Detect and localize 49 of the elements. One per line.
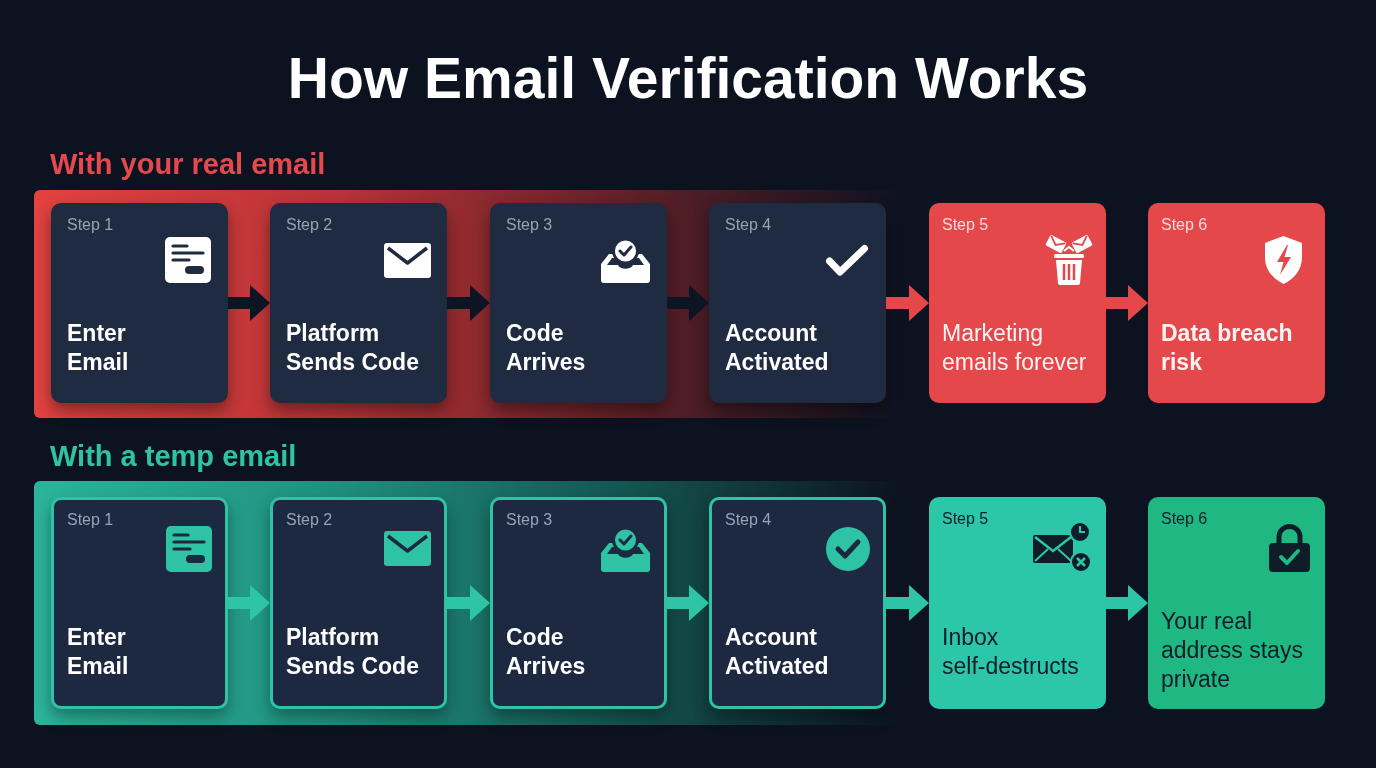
step-label: Step 1 <box>67 215 114 235</box>
step-card <box>929 203 1106 403</box>
step-label: Step 1 <box>67 510 114 530</box>
arrow <box>228 285 270 321</box>
arrow <box>447 585 490 621</box>
arrow <box>667 285 709 321</box>
step-card <box>929 497 1106 709</box>
step-label: Step 3 <box>506 510 553 530</box>
step-label: Step 4 <box>725 510 772 530</box>
step-title: Enter Email <box>67 319 130 377</box>
step-card <box>709 203 886 403</box>
step-title: Account Activated <box>725 319 830 377</box>
step-title: Platform Sends Code <box>286 623 420 681</box>
step-card <box>709 497 886 709</box>
step-card <box>270 203 447 403</box>
step-title: Code Arrives <box>506 623 587 681</box>
step-label: Step 6 <box>1161 215 1208 235</box>
arrow <box>886 585 929 621</box>
step-card <box>51 497 228 709</box>
step-label: Step 3 <box>506 215 553 235</box>
step-card <box>51 203 228 403</box>
arrow <box>667 585 709 621</box>
arrow <box>1106 585 1148 621</box>
step-label: Step 5 <box>942 215 989 235</box>
section-heading: With your real email <box>50 147 326 182</box>
step-label: Step 5 <box>942 509 989 529</box>
step-title: Inbox self-destructs <box>942 623 1080 681</box>
arrow <box>1106 285 1148 321</box>
step-title: Enter Email <box>67 623 130 681</box>
section-heading: With a temp email <box>50 439 297 474</box>
step-card <box>270 497 447 709</box>
arrow <box>228 585 270 621</box>
step-label: Step 6 <box>1161 509 1208 529</box>
step-title: Platform Sends Code <box>286 319 420 377</box>
step-title: Code Arrives <box>506 319 587 377</box>
step-card <box>490 497 667 709</box>
step-title: Data breach risk <box>1161 319 1294 377</box>
step-card <box>1148 497 1325 709</box>
step-title: Account Activated <box>725 623 830 681</box>
step-label: Step 2 <box>286 215 333 235</box>
step-title: Your real address stays private <box>1161 607 1304 694</box>
step-card <box>490 203 667 403</box>
step-label: Step 2 <box>286 510 333 530</box>
step-title: Marketing emails forever <box>942 319 1088 377</box>
arrow <box>447 285 490 321</box>
arrow <box>886 285 929 321</box>
step-card <box>1148 203 1325 403</box>
page-title: How Email Verification Works <box>287 45 1089 112</box>
step-label: Step 4 <box>725 215 772 235</box>
